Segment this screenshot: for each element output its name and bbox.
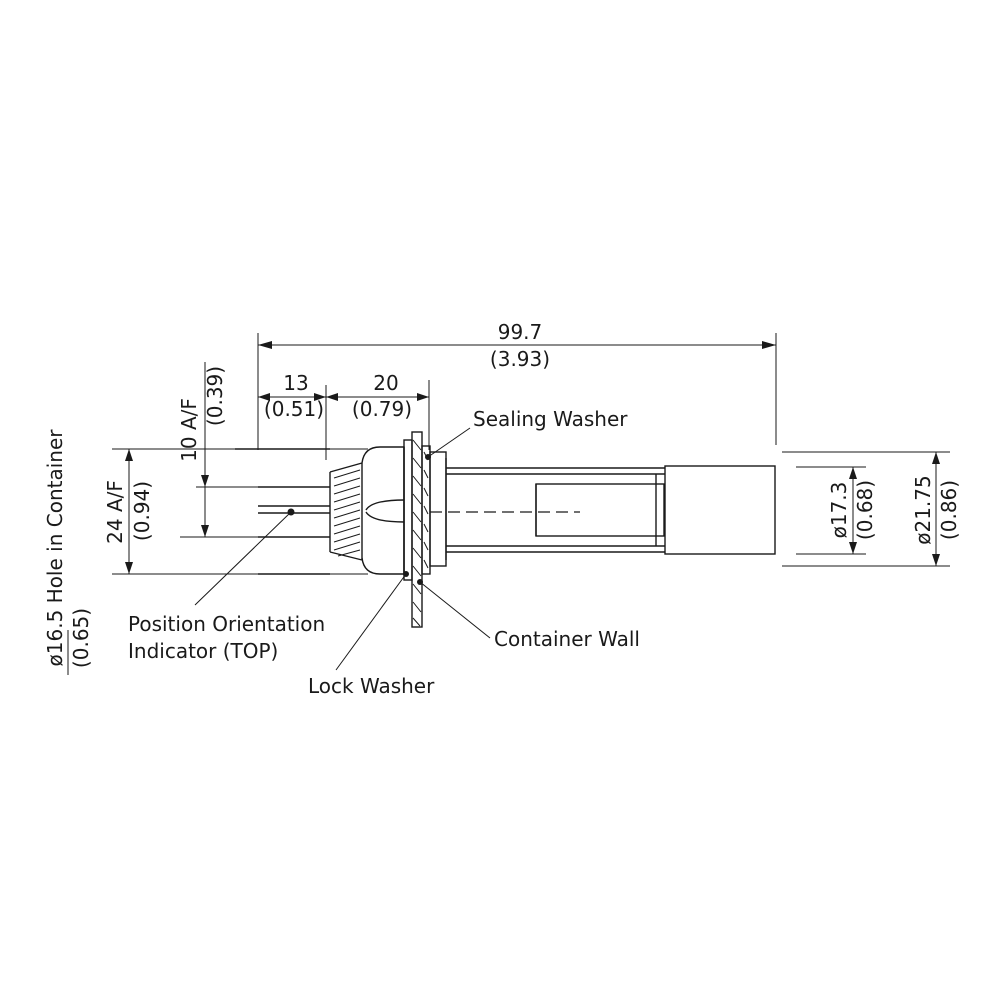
container-wall-shape — [411, 431, 423, 628]
cable-nut-dimensions: 13 (0.51) 20 (0.79) — [258, 371, 430, 460]
cable-section — [235, 448, 330, 575]
lock-washer-label: Lock Washer — [308, 674, 435, 698]
nut-length-in: (0.79) — [352, 397, 412, 421]
flange — [429, 451, 447, 567]
cable-length-mm: 13 — [283, 371, 308, 395]
small-af-in: (0.39) — [203, 366, 227, 426]
large-af-mm: 24 A/F — [103, 480, 127, 544]
threaded-section — [329, 462, 363, 561]
overall-length-mm: 99.7 — [498, 320, 543, 344]
position-indicator-line1: Position Orientation — [128, 612, 325, 636]
large-af-in: (0.94) — [130, 481, 154, 541]
sealing-washer-label: Sealing Washer — [473, 407, 628, 431]
end-cap — [664, 465, 776, 555]
overall-length-dimension: 99.7 (3.93) — [257, 320, 777, 450]
lock-washer-shape — [403, 439, 413, 581]
nut-length-mm: 20 — [373, 371, 398, 395]
position-indicator-line2: Indicator (TOP) — [128, 639, 278, 663]
inner-dia-in: (0.68) — [853, 480, 877, 540]
hole-in: (0.65) — [69, 608, 93, 668]
sensor-body — [235, 431, 776, 628]
hole-dimension: ø16.5 Hole in Container (0.65) — [43, 429, 93, 675]
large-af-dimension: 24 A/F (0.94) — [103, 448, 368, 575]
small-af-mm: 10 A/F — [177, 398, 201, 462]
container-wall-label: Container Wall — [494, 627, 640, 651]
hex-nut — [361, 446, 405, 575]
overall-length-in: (3.93) — [490, 347, 550, 371]
outer-dia-mm: ø21.75 — [911, 475, 935, 545]
cable-length-in: (0.51) — [264, 397, 324, 421]
outer-diameter-dimension: ø21.75 (0.86) — [782, 451, 961, 567]
callouts: Sealing Washer Container Wall Lock Washe… — [128, 407, 640, 698]
float-slider — [535, 483, 665, 537]
outer-dia-in: (0.86) — [937, 480, 961, 540]
inner-dia-mm: ø17.3 — [827, 482, 851, 539]
float-tube — [430, 467, 665, 553]
washers-and-wall — [403, 431, 431, 628]
inner-diameter-dimension: ø17.3 (0.68) — [796, 466, 877, 555]
hole-mm: ø16.5 Hole in Container — [43, 429, 67, 667]
